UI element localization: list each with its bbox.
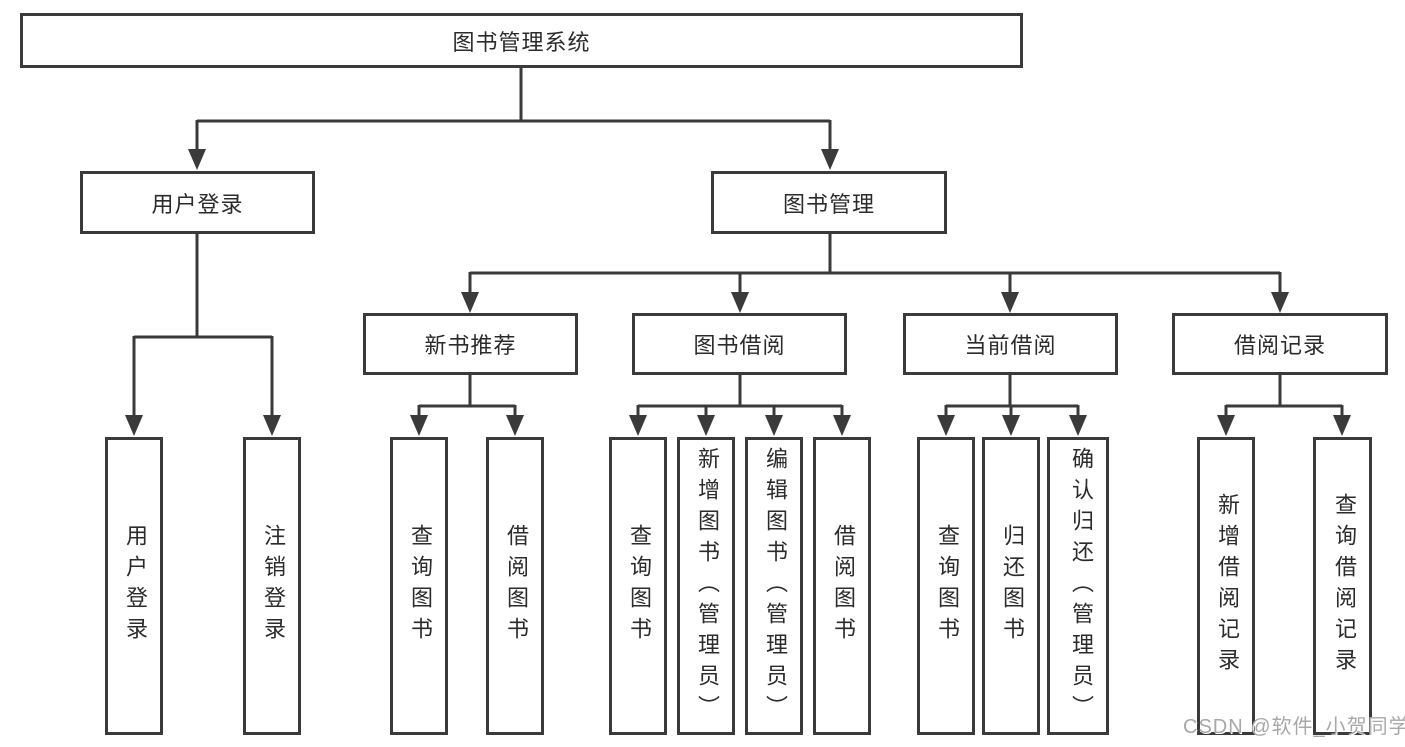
leaf-borrow-books-borrowing: 借阅图书 bbox=[813, 437, 871, 735]
node-user-login: 用户登录 bbox=[80, 171, 315, 234]
node-library-management-system: 图书管理系统 bbox=[20, 13, 1023, 68]
leaf-query-borrow-record: 查询借阅记录 bbox=[1313, 437, 1372, 735]
watermark: CSDN @软件_小贺同学 bbox=[1183, 716, 1405, 738]
leaf-logout: 注销登录 bbox=[243, 437, 301, 735]
leaf-return-books: 归还图书 bbox=[982, 437, 1040, 735]
leaf-borrow-books-recommend: 借阅图书 bbox=[486, 437, 544, 735]
leaf-query-books-recommend: 查询图书 bbox=[390, 437, 448, 735]
leaf-edit-books-admin: 编辑图书（管理员） bbox=[745, 437, 803, 735]
leaf-add-borrow-record: 新增借阅记录 bbox=[1197, 437, 1255, 735]
leaf-user-login: 用户登录 bbox=[105, 437, 163, 735]
node-current-borrowing: 当前借阅 bbox=[903, 313, 1118, 375]
node-new-book-recommendation: 新书推荐 bbox=[363, 313, 578, 375]
node-book-borrowing: 图书借阅 bbox=[632, 313, 847, 375]
leaf-query-books-borrowing: 查询图书 bbox=[609, 437, 667, 735]
leaf-query-books-current: 查询图书 bbox=[917, 437, 975, 735]
node-borrowing-records: 借阅记录 bbox=[1172, 313, 1388, 375]
leaf-add-books-admin: 新增图书（管理员） bbox=[677, 437, 735, 735]
leaf-confirm-return-admin: 确认归还（管理员） bbox=[1047, 437, 1109, 735]
node-book-management: 图书管理 bbox=[711, 171, 947, 234]
